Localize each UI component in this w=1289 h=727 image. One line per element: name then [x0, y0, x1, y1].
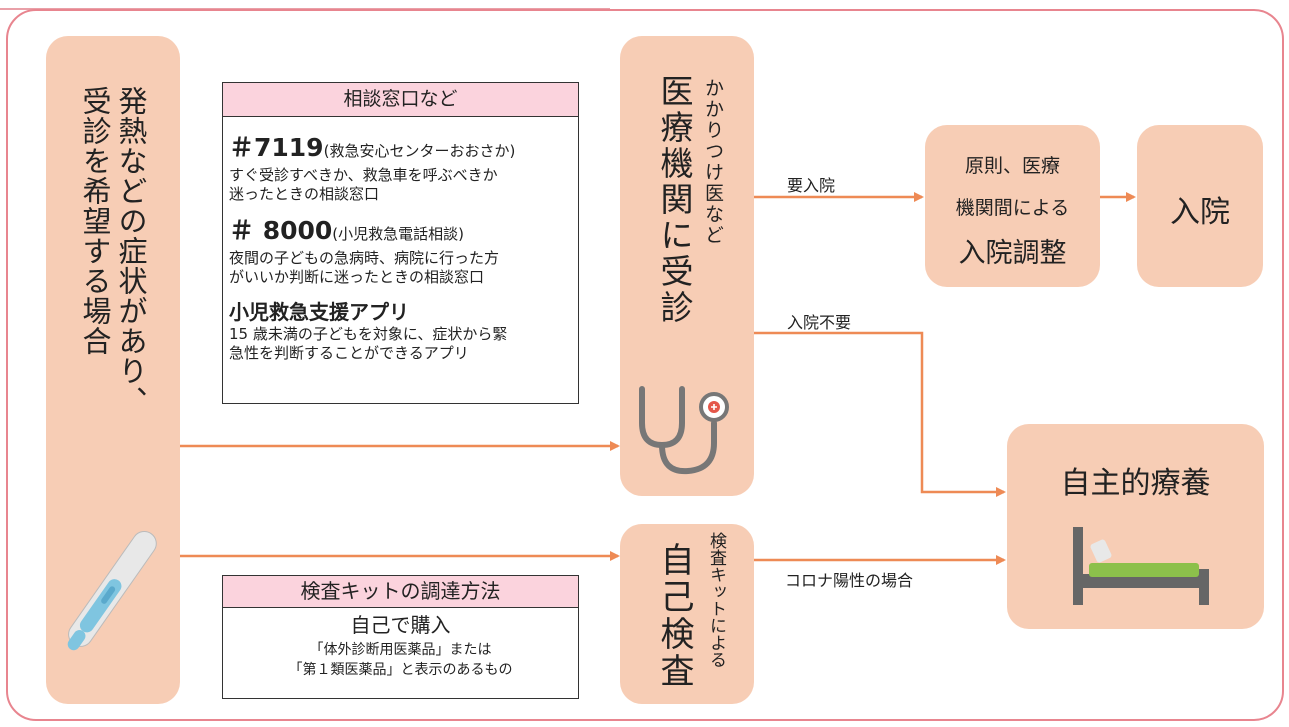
adjust-line2: 機関間による — [955, 197, 1070, 219]
label-covid-positive: コロナ陽性の場合 — [785, 571, 914, 590]
admission-box: 入院 — [1137, 125, 1263, 287]
symptom-text-line1: 発熱などの症状があり、 — [114, 86, 148, 416]
symptom-text-line2: 受診を希望する場合 — [78, 86, 112, 356]
consult-box: 相談窓口など ＃7119(救急安心センターおおさか) すぐ受診すべきか、救急車を… — [222, 82, 579, 404]
app-title: 小児救急支援アプリ — [229, 300, 409, 324]
clinic-title: 医療機関に受診 — [655, 74, 694, 326]
homecare-box: 自主的療養 — [1007, 424, 1264, 629]
homecare-label: 自主的療養 — [1060, 466, 1211, 501]
kit-box: 検査キットの調達方法 自己で購入 「体外診断用医薬品」または 「第１類医薬品」と… — [222, 575, 579, 699]
thermometer-icon — [67, 530, 157, 651]
kit-note2: 「第１類医薬品」と表示のあるもの — [288, 662, 513, 678]
stethoscope-icon — [639, 386, 729, 475]
phone-8000: ＃ 8000 — [229, 216, 333, 245]
symptom-box: 発熱などの症状があり、 受診を希望する場合 — [46, 36, 180, 704]
phone-7119: ＃7119 — [229, 133, 324, 162]
kit-note1: 「体外診断用医薬品」または — [309, 642, 492, 658]
phone-8000-sub: (小児救急電話相談) — [332, 225, 465, 243]
app-desc1: 15 歳未満の子どもを対象に、症状から緊 — [229, 325, 508, 343]
app-desc2: 急性を判断することができるアプリ — [229, 344, 469, 362]
clinic-box: 医療機関に受診 かかりつけ医など — [620, 36, 754, 496]
selftest-title: 自己検査 — [654, 542, 694, 690]
phone-8000-desc2: がいいか判断に迷ったときの相談窓口 — [229, 268, 485, 286]
adjust-line1: 原則、医療 — [964, 155, 1060, 177]
kit-header: 検査キットの調達方法 — [223, 576, 578, 608]
phone-8000-desc1: 夜間の子どもの急病時、病院に行った方 — [229, 249, 500, 267]
label-need-admission: 要入院 — [787, 176, 836, 195]
selftest-box: 自己検査 検査キットによる — [620, 524, 754, 704]
kit-main: 自己で購入 — [350, 613, 451, 637]
selftest-subtitle: 検査キットによる — [706, 532, 726, 668]
phone-7119-desc2: 迷ったときの相談窓口 — [229, 185, 380, 203]
adjust-box: 原則、医療 機関間による 入院調整 — [925, 125, 1100, 287]
consult-header: 相談窓口など — [223, 83, 578, 117]
label-no-admission: 入院不要 — [787, 313, 852, 332]
arrow-clinic-to-homecare — [754, 331, 1006, 497]
bed-icon — [1073, 527, 1209, 605]
diagram-frame — [6, 9, 1284, 721]
adjust-line3: 入院調整 — [958, 238, 1067, 269]
phone-7119-desc1: すぐ受診すべきか、救急車を呼ぶべきか — [229, 166, 498, 184]
clinic-subtitle: かかりつけ医など — [702, 78, 724, 246]
phone-7119-sub: (救急安心センターおおさか) — [323, 142, 516, 160]
admission-label: 入院 — [1170, 195, 1230, 230]
